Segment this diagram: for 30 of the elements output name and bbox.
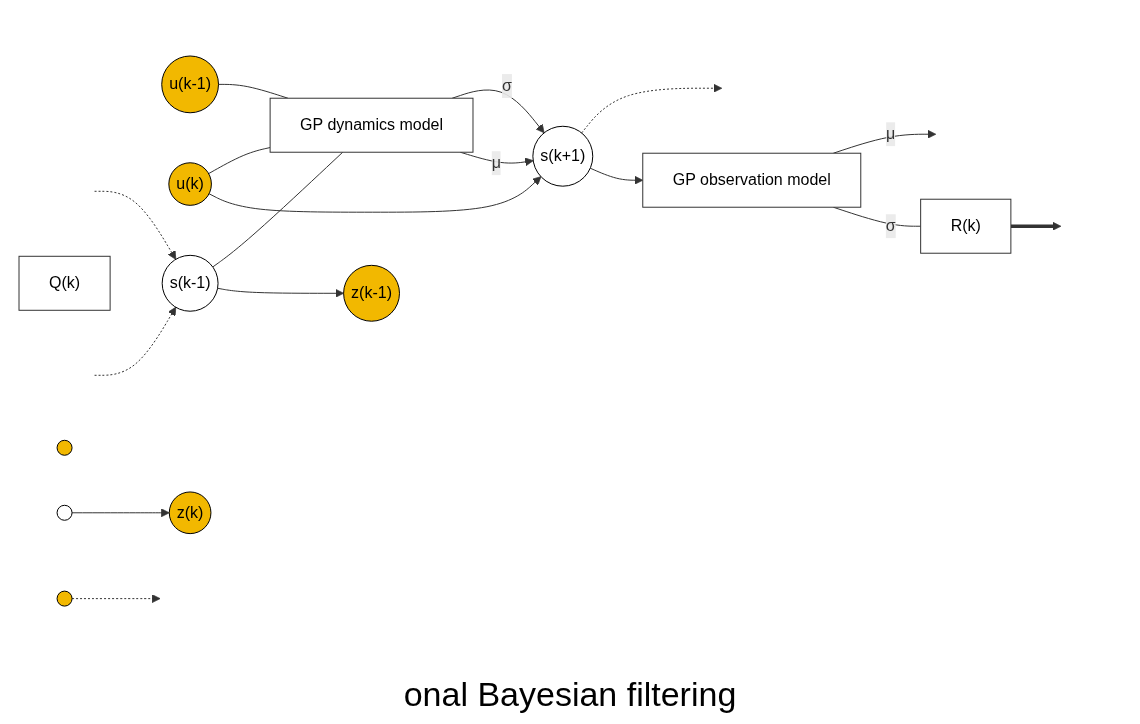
node-box: R(k) <box>920 198 1012 254</box>
connector <box>208 146 271 174</box>
node-circle <box>56 439 73 456</box>
node-circle: u(k-1) <box>161 55 220 113</box>
arrow <box>71 593 161 603</box>
node-circle: s(k+1) <box>532 125 594 187</box>
edge-label: μ <box>491 153 501 171</box>
node-box: GP observation model <box>642 152 862 208</box>
edge-label: μ <box>886 124 896 142</box>
node-circle: z(k-1) <box>343 264 401 322</box>
node-circle <box>56 504 73 521</box>
node-circle <box>56 590 73 607</box>
arrow <box>1010 221 1062 231</box>
arrow <box>589 167 644 185</box>
arrow <box>94 306 177 376</box>
arrow <box>581 83 723 134</box>
connector <box>212 151 344 268</box>
node-circle: u(k) <box>168 161 212 206</box>
node-box: GP dynamics model <box>269 97 474 153</box>
arrow <box>94 190 177 260</box>
heading-text: onal Bayesian filtering <box>403 675 737 714</box>
node-circle: s(k-1) <box>161 254 219 312</box>
arrow <box>71 508 170 517</box>
node-circle: z(k) <box>168 491 212 534</box>
arrow <box>208 175 542 213</box>
node-box: Q(k) <box>18 255 111 311</box>
edge-label: σ <box>885 216 896 234</box>
arrow <box>217 287 345 298</box>
connector <box>832 206 922 227</box>
edge-label: σ <box>501 76 512 94</box>
